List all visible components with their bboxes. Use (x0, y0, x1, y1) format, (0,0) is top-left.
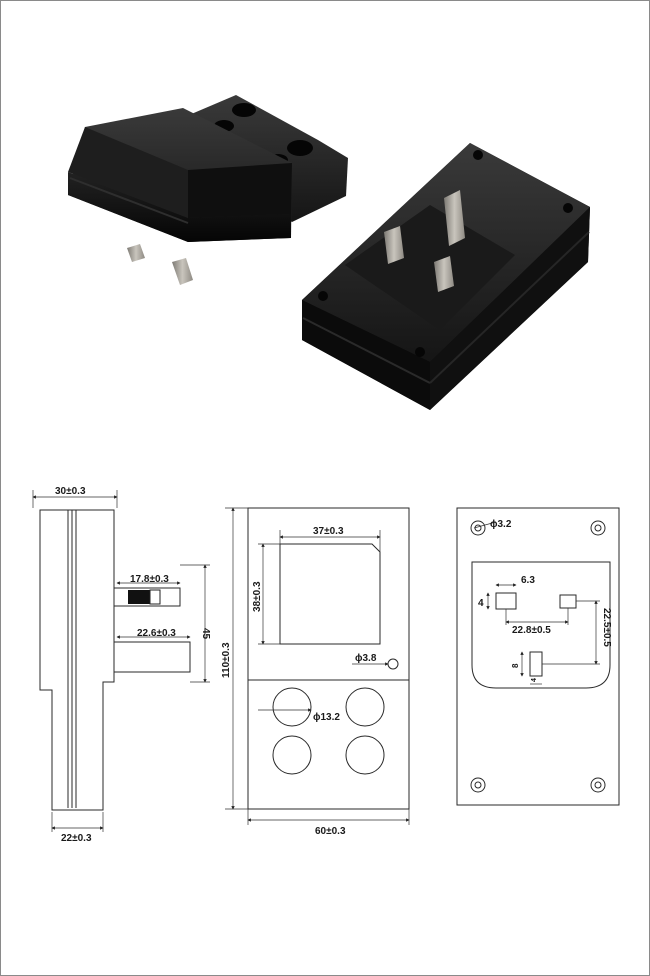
dim-total-width: 60±0.3 (315, 826, 346, 837)
dim-socket-height: 38±0.3 (252, 581, 263, 612)
product-photo-pin-side (302, 143, 590, 410)
dim-side-width-top: 30±0.3 (55, 486, 86, 497)
side-view-drawing (32, 490, 210, 832)
dim-pin-length-1: 17.8±0.3 (130, 574, 169, 585)
dim-side-height-45: 45 (200, 628, 211, 640)
dim-pin-spacing-horizontal: 22.8±0.5 (512, 625, 551, 636)
dim-pin-length-2: 22.6±0.3 (137, 628, 176, 639)
back-view-drawing (456, 507, 620, 806)
dim-hole-large: ϕ13.2 (313, 712, 340, 723)
dim-socket-width: 37±0.3 (313, 526, 344, 537)
dim-hole-small: ϕ3.8 (355, 653, 377, 664)
front-view-drawing (225, 507, 410, 825)
dim-side-width-bottom: 22±0.3 (61, 833, 92, 844)
dim-earth-width: 4 (531, 678, 538, 682)
dim-pin-height: 4 (478, 598, 484, 609)
dim-earth-height: 8 (511, 663, 520, 668)
screw-hole-top-left (470, 520, 486, 536)
product-photo-socket-side (68, 95, 348, 285)
dim-pin-spacing-vertical: 22.5±0.5 (601, 608, 612, 647)
dim-total-height: 110±0.3 (221, 642, 232, 678)
dim-screw-hole: ϕ3.2 (490, 519, 512, 530)
dim-pin-width: 6.3 (521, 575, 535, 586)
